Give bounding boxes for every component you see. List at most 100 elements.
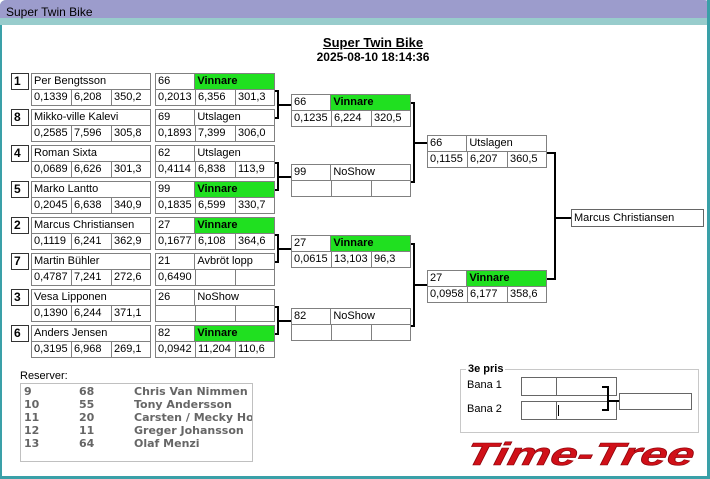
stat-speed <box>236 270 274 285</box>
title-bar-band <box>0 18 710 25</box>
stat-time: 7,399 <box>196 126 236 141</box>
window-border-left <box>0 25 2 479</box>
third-connector-vertical <box>607 386 609 411</box>
entrant-name-row[interactable]: Marko Lantto <box>31 181 151 198</box>
stat-reaction: 0,1235 <box>292 111 332 126</box>
entrant-name-row[interactable]: Roman Sixta <box>31 145 151 162</box>
entrant-name-row[interactable]: Per Bengtsson <box>31 73 151 90</box>
third-place-result[interactable] <box>619 393 692 410</box>
final-winner-box[interactable]: Marcus Christiansen <box>571 209 704 227</box>
stat-speed: 320,5 <box>374 112 402 124</box>
result-stats-row[interactable] <box>291 180 411 197</box>
entrant-name: Anders Jensen <box>34 327 108 339</box>
result-stats-row[interactable]: 0,6490 <box>155 269 275 286</box>
entrant-name-row[interactable]: Marcus Christiansen <box>31 217 151 234</box>
r1-connector-vertical <box>277 162 279 191</box>
result-stats-row[interactable] <box>291 324 411 341</box>
seed-number: 6 <box>11 325 29 342</box>
stat-speed: 350,2 <box>114 91 142 103</box>
seed-number: 8 <box>11 109 29 126</box>
result-status: Vinnare <box>331 236 410 251</box>
stat-reaction: 0,1155 <box>428 152 468 167</box>
racer-number: 66 <box>428 136 468 151</box>
entrant-name-row[interactable]: Vesa Lipponen <box>31 289 151 306</box>
stat-speed: 301,3 <box>114 163 142 175</box>
seed-number: 4 <box>11 145 29 162</box>
racer-number: 99 <box>292 165 332 180</box>
window-border-bottom <box>0 476 710 479</box>
title-bar[interactable] <box>0 0 710 18</box>
lane1-label: Bana 1 <box>467 379 502 391</box>
reserves-label: Reserver: <box>20 370 68 382</box>
entrant-name-row[interactable]: Anders Jensen <box>31 325 151 342</box>
stat-speed: 360,5 <box>510 153 538 165</box>
result-status: Vinnare <box>467 271 546 286</box>
result-stats-row[interactable] <box>155 305 275 322</box>
lane2-input[interactable] <box>521 401 617 420</box>
lane1-input[interactable] <box>521 377 617 396</box>
entrant-name-row[interactable]: Mikko-ville Kalevi <box>31 109 151 126</box>
entrant-name-row[interactable]: Martin Bühler <box>31 253 151 270</box>
